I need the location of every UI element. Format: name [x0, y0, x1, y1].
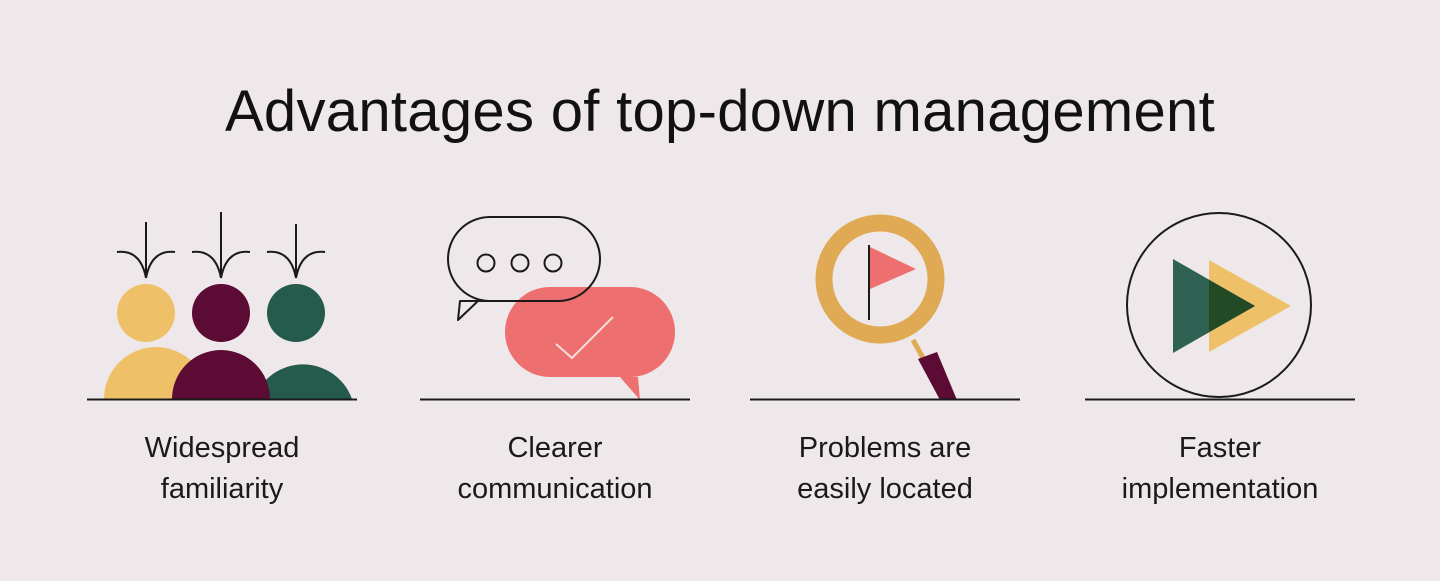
advantage-card-implementation: Faster implementation [1085, 200, 1355, 520]
advantage-label: Clearer communication [457, 432, 653, 505]
advantage-label: Problems are easily located [797, 432, 973, 505]
fast-forward-icon [1085, 212, 1355, 401]
advantage-label: Faster implementation [1121, 432, 1319, 505]
magnifier-flag-icon [750, 214, 1020, 401]
advantage-card-communication: Clearer communication [420, 200, 690, 520]
advantage-label: Widespread familiarity [144, 432, 300, 505]
speech-bubbles-icon [420, 216, 690, 401]
advantage-card-problems: Problems are easily located [750, 200, 1020, 520]
people-with-arrows-icon [87, 212, 357, 401]
advantage-card-familiarity: Widespread familiarity [87, 200, 357, 520]
page-title: Advantages of top-down management [224, 79, 1216, 144]
